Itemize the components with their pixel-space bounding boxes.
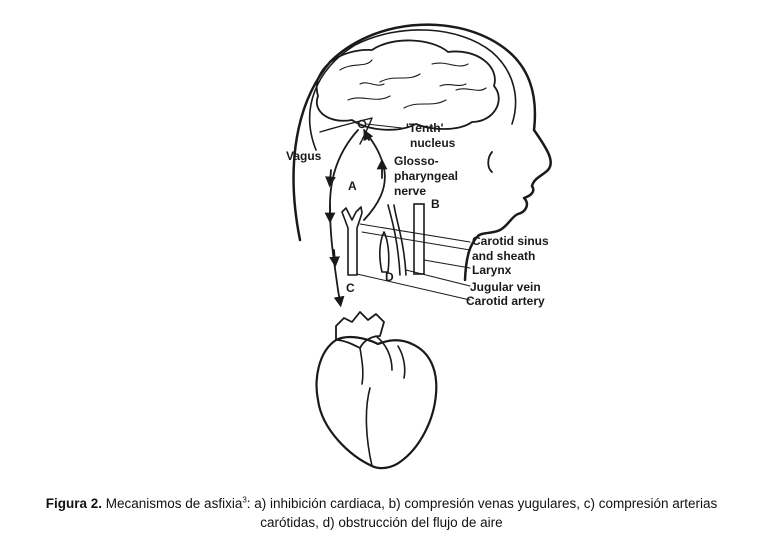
larynx <box>379 231 390 273</box>
label-carotid-sinus-1: Carotid sinus <box>472 234 549 248</box>
leader-carotid-sinus-2 <box>361 231 471 251</box>
caption-reference: 3 <box>242 495 247 505</box>
label-marker-a: A <box>348 179 357 193</box>
label-carotid-sinus-2: and sheath <box>472 249 535 263</box>
label-marker-b: B <box>431 197 440 211</box>
vagus-arrow-3 <box>329 249 340 268</box>
label-tenth-nucleus-2: nucleus <box>410 136 456 150</box>
label-marker-d: D <box>385 270 394 284</box>
head-neck-heart-diagram: 'Tenth' nucleus Vagus Glosso- pharyngeal… <box>286 23 552 470</box>
head-outline <box>292 23 552 282</box>
anatomy-figure: 'Tenth' nucleus Vagus Glosso- pharyngeal… <box>286 23 552 470</box>
brainstem <box>319 117 373 145</box>
leader-larynx <box>423 259 471 269</box>
caption-text-part2: : a) inhibición cardiaca, b) compresión … <box>246 496 718 530</box>
larynx-outer <box>387 204 407 276</box>
tenth-nucleus-pointer <box>365 123 403 129</box>
ear-mark <box>487 151 493 173</box>
brain <box>315 39 500 131</box>
leader-carotid-sinus <box>359 223 471 243</box>
skull-inner-outline <box>308 29 517 151</box>
label-larynx: Larynx <box>472 263 512 277</box>
carotid-artery <box>341 206 363 276</box>
label-carotid-artery: Carotid artery <box>466 294 545 308</box>
label-glosso-1: Glosso- <box>394 154 439 168</box>
label-glosso-2: pharyngeal <box>394 169 458 183</box>
label-tenth-nucleus-1: 'Tenth' <box>406 121 444 135</box>
vagus-arrow-4 <box>333 289 345 308</box>
label-glosso-3: nerve <box>394 184 426 198</box>
aortic-arch <box>335 311 385 349</box>
caption-label: Figura 2. <box>45 496 102 511</box>
leader-carotid-artery <box>356 273 471 301</box>
vagus-arrow-1 <box>325 169 336 188</box>
label-vagus: Vagus <box>286 149 322 163</box>
caption-text-part1: Mecanismos de asfixia <box>105 496 243 511</box>
label-jugular-vein: Jugular vein <box>470 280 541 294</box>
jugular-vein <box>413 203 425 275</box>
label-marker-c: C <box>346 281 355 295</box>
brain-folds <box>339 59 487 109</box>
heart-vessels <box>359 335 406 467</box>
leader-jugular <box>405 269 471 287</box>
figure-caption: Figura 2. Mecanismos de asfixia3: a) inh… <box>30 494 733 532</box>
heart <box>315 335 438 470</box>
glosso-arrow-2 <box>363 129 374 142</box>
